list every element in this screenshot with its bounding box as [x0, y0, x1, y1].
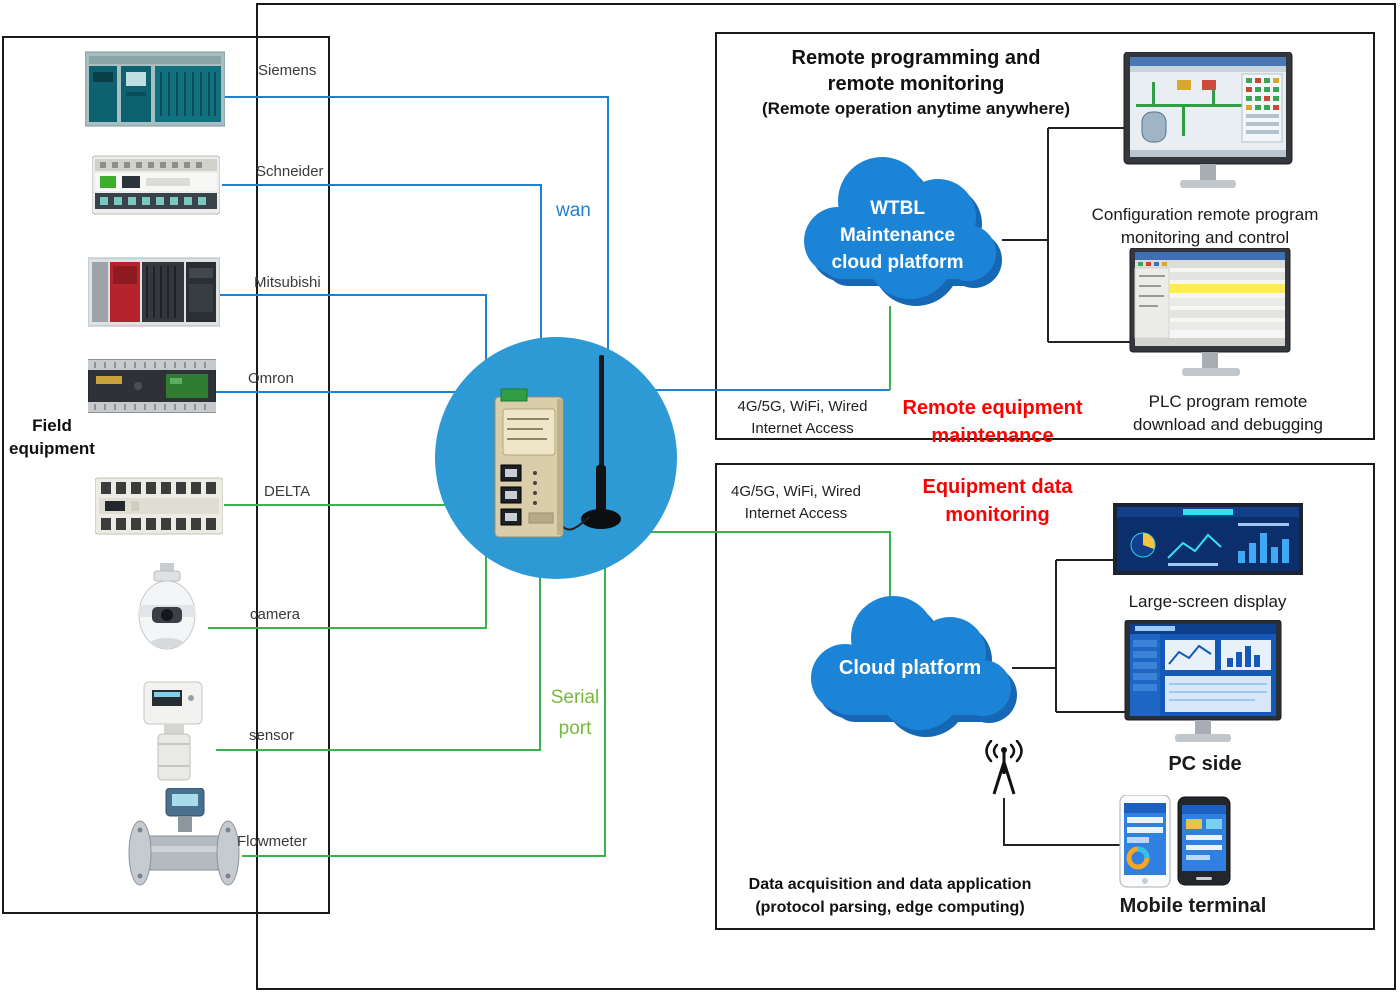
siemens-plc-image — [84, 48, 226, 130]
remote-highlight-label: Remote equipment maintenance — [885, 394, 1100, 450]
large-screen-icon — [1113, 503, 1303, 575]
data-highlight-line1: Equipment data — [922, 476, 1073, 498]
plc-software-monitor-icon — [1129, 247, 1291, 376]
remote-box-title-line2: remote monitoring — [827, 73, 1005, 95]
antenna-signal-icon — [985, 739, 1023, 795]
data-box-bottom-note: Data acquisition and data application (p… — [725, 873, 1055, 919]
mitsubishi-plc-icon — [87, 257, 221, 327]
remote-highlight-line1: Remote equipment — [902, 397, 1083, 419]
antenna-signal-image — [975, 739, 1040, 800]
scada-monitor-caption-line1: Configuration remote program — [1091, 205, 1319, 224]
sensor-image — [138, 678, 218, 790]
wtbl-cloud-label-line2: Maintenance — [839, 225, 956, 246]
delta-plc-icon — [94, 477, 224, 535]
serial-port-label-line2: port — [558, 718, 592, 739]
data-highlight-label: Equipment data monitoring — [905, 473, 1090, 529]
pc-monitor-icon — [1124, 619, 1282, 742]
plc-monitor-caption: PLC program remote download and debuggin… — [1098, 390, 1358, 436]
sensor-icon — [143, 681, 203, 781]
scada-monitor-caption: Configuration remote program monitoring … — [1060, 203, 1350, 249]
data-box — [715, 463, 1375, 930]
device-label-camera: camera — [250, 606, 301, 623]
flowmeter-icon — [128, 787, 240, 886]
device-label-sensor: sensor — [249, 727, 295, 744]
data-access-line2: Internet Access — [744, 505, 848, 522]
cloud-platform-label: Cloud platform — [838, 657, 982, 679]
camera-icon — [138, 563, 196, 650]
schneider-plc-icon — [91, 155, 221, 215]
data-box-bottom-note-line2: (protocol parsing, edge computing) — [755, 899, 1025, 916]
gateway-router-image — [473, 347, 643, 557]
wtbl-cloud-label-line3: cloud platform — [831, 252, 964, 273]
remote-access-line2: Internet Access — [751, 420, 854, 437]
device-label-siemens: Siemens — [258, 62, 317, 79]
serial-port-label-line1: Serial — [550, 687, 600, 708]
cloud-icon — [804, 157, 1002, 306]
mobile-phones-image — [1118, 794, 1243, 890]
remote-highlight-line2: maintenance — [931, 425, 1054, 447]
outer-border-rect — [256, 3, 1396, 990]
device-label-mitsubishi: Mitsubishi — [254, 274, 321, 291]
schneider-plc-image — [91, 146, 221, 224]
field-equipment-title-line1: Field — [32, 416, 72, 435]
data-box-bottom-note-line1: Data acquisition and data application — [748, 876, 1032, 893]
device-label-omron: Omron — [248, 370, 294, 387]
pc-side-caption: PC side — [1168, 753, 1242, 775]
field-equipment-title: Field equipment — [6, 414, 98, 460]
cloud-icon — [811, 596, 1017, 737]
data-highlight-line2: monitoring — [945, 504, 1050, 526]
remote-access-line1: 4G/5G, WiFi, Wired — [737, 398, 868, 415]
device-label-schneider: Schneider — [256, 163, 324, 180]
remote-box-title: Remote programming and remote monitoring… — [740, 45, 1092, 121]
omron-plc-image — [87, 344, 217, 426]
plc-monitor-caption-line2: download and debugging — [1132, 415, 1323, 434]
scada-monitor-caption-line2: monitoring and control — [1120, 228, 1290, 247]
data-access-text: 4G/5G, WiFi, Wired Internet Access — [716, 481, 876, 525]
data-access-line1: 4G/5G, WiFi, Wired — [730, 483, 861, 500]
large-screen-caption: Large-screen display — [1128, 592, 1287, 611]
camera-image — [128, 563, 208, 655]
gateway-router-icon — [494, 355, 621, 538]
mobile-phones-icon — [1119, 794, 1231, 888]
mobile-terminal-caption: Mobile terminal — [1119, 895, 1267, 917]
wan-label: wan — [556, 200, 591, 221]
plc-monitor-caption-line1: PLC program remote — [1148, 392, 1308, 411]
scada-monitor-icon — [1123, 51, 1293, 188]
wtbl-cloud-label: WTBL Maintenance cloud platform — [790, 195, 1005, 276]
serial-port-label: Serial port — [540, 682, 610, 744]
large-screen-image — [1113, 503, 1303, 578]
delta-plc-image — [94, 466, 224, 546]
field-equipment-title-line2: equipment — [9, 439, 95, 458]
flowmeter-image — [126, 787, 241, 900]
device-label-delta: DELTA — [264, 483, 311, 500]
remote-box — [715, 32, 1375, 440]
remote-box-title-line1: Remote programming and — [791, 47, 1041, 69]
remote-access-text: 4G/5G, WiFi, Wired Internet Access — [720, 396, 885, 440]
cloud-platform: Cloud platform — [795, 583, 1025, 743]
wtbl-cloud-label-line1: WTBL — [870, 198, 925, 219]
omron-plc-icon — [87, 359, 217, 413]
remote-box-subtitle: (Remote operation anytime anywhere) — [762, 99, 1070, 118]
scada-monitor-image — [1122, 51, 1297, 200]
field-equipment-box — [2, 36, 330, 914]
siemens-plc-icon — [84, 51, 226, 127]
pc-monitor-image — [1123, 619, 1283, 748]
plc-software-monitor-image — [1128, 247, 1293, 388]
device-label-flowmeter: Flowmeter — [237, 833, 308, 850]
wtbl-cloud: WTBL Maintenance cloud platform — [790, 143, 1005, 313]
mitsubishi-plc-image — [87, 250, 221, 332]
